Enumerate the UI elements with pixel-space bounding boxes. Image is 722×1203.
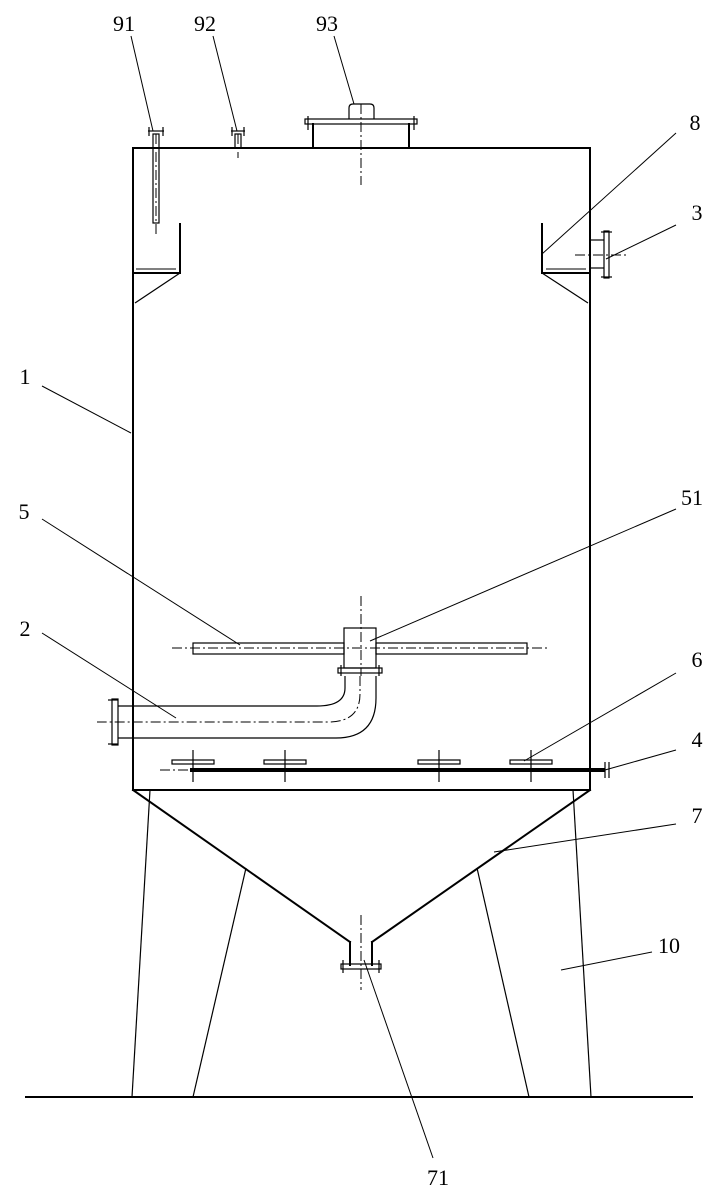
label-93: 93 — [316, 11, 338, 36]
label-1: 1 — [20, 364, 31, 389]
label-10: 10 — [658, 933, 680, 958]
label-71: 71 — [427, 1165, 449, 1190]
side-outlet — [575, 230, 628, 279]
part-labels: 91 92 93 8 3 1 5 51 2 6 4 7 10 71 — [19, 11, 704, 1190]
inlet-pipe — [97, 676, 377, 746]
label-91: 91 — [113, 11, 135, 36]
label-4: 4 — [692, 727, 703, 752]
label-5: 5 — [19, 499, 30, 524]
label-92: 92 — [194, 11, 216, 36]
label-3: 3 — [692, 200, 703, 225]
label-6: 6 — [692, 647, 703, 672]
diffusers — [171, 750, 553, 782]
support-legs — [131, 789, 592, 1098]
nozzle-91 — [148, 127, 164, 236]
right-trough — [541, 223, 591, 304]
label-8: 8 — [690, 110, 701, 135]
tank-body — [132, 147, 591, 791]
conical-bottom — [131, 788, 592, 944]
distributor-arm — [172, 642, 550, 655]
distributor-hub — [337, 596, 383, 676]
nozzle-92 — [231, 127, 245, 158]
top-manhole — [304, 103, 418, 185]
label-51: 51 — [681, 485, 703, 510]
label-2: 2 — [20, 616, 31, 641]
label-7: 7 — [692, 803, 703, 828]
bottom-outlet — [340, 915, 382, 990]
left-trough — [132, 223, 181, 304]
leader-lines — [41, 35, 677, 1159]
